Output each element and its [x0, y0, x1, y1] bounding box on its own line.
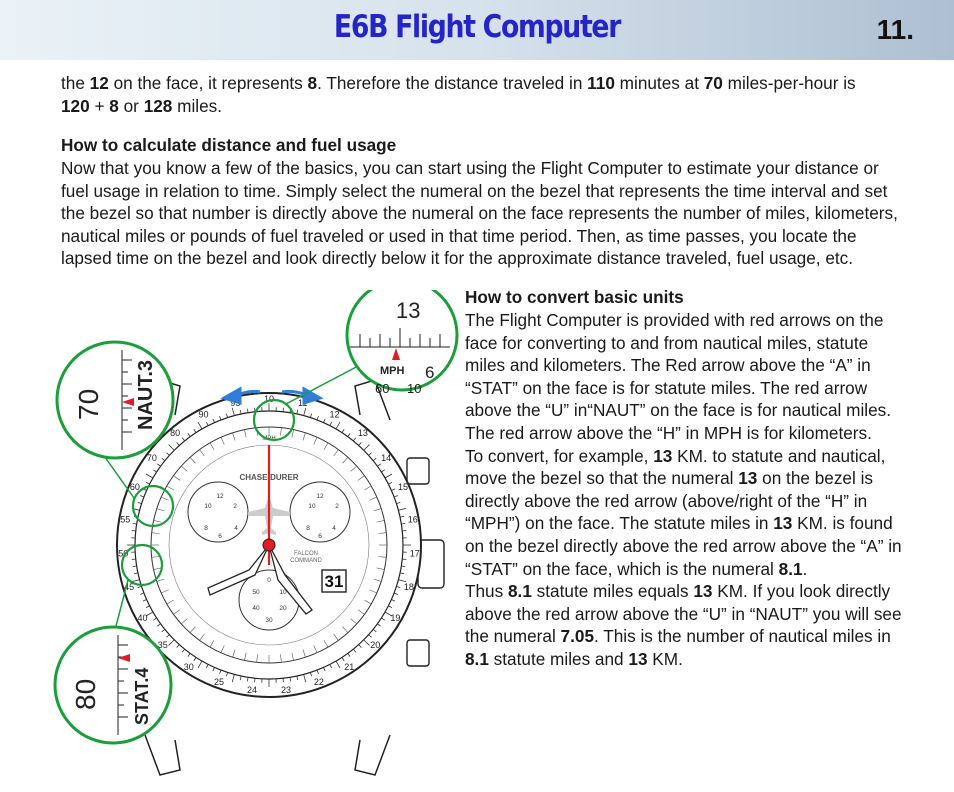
crown-icon — [406, 457, 445, 667]
svg-text:13: 13 — [396, 298, 420, 323]
bezel-number: 24 — [247, 685, 257, 695]
date-window — [321, 569, 347, 593]
subdial-labels: 10 2 8 4 6 12 10 2 8 4 6 12 0 50 10 40 20 30 — [204, 493, 339, 624]
bezel-number: 25 — [214, 677, 224, 687]
section-heading-convert-units: How to convert basic units — [465, 287, 684, 307]
svg-text:50: 50 — [252, 589, 260, 596]
callout-markers — [120, 398, 296, 587]
face-ticks — [151, 427, 387, 663]
svg-text:8: 8 — [204, 525, 208, 532]
bezel-number: 23 — [281, 685, 291, 695]
bezel-number: 17 — [410, 548, 420, 558]
svg-text:10: 10 — [279, 589, 287, 596]
svg-text:12: 12 — [216, 493, 224, 500]
hand-pivot — [262, 538, 276, 552]
svg-text:0: 0 — [267, 577, 271, 584]
bezel-number: 80 — [170, 428, 180, 438]
watch-hands — [207, 544, 313, 615]
section-heading-distance-fuel: How to calculate distance and fuel usage — [61, 135, 397, 155]
bezel-number: 50 — [118, 548, 128, 558]
svg-text:10: 10 — [308, 503, 316, 510]
svg-text:12: 12 — [316, 493, 324, 500]
svg-text:10: 10 — [204, 503, 212, 510]
model-line1: FALCON — [294, 551, 318, 557]
bezel-number: 12 — [330, 410, 340, 420]
svg-text:STAT.4: STAT.4 — [132, 668, 152, 725]
bezel-number: 70 — [147, 453, 157, 463]
svg-text:6: 6 — [425, 363, 434, 382]
svg-text:60: 60 — [375, 381, 389, 396]
bezel-number: 60 — [130, 482, 140, 492]
bezel-number: 13 — [358, 428, 368, 438]
svg-text:2: 2 — [233, 503, 237, 510]
bezel-number: 55 — [120, 515, 130, 525]
bezel-number: 45 — [124, 582, 134, 592]
date-value: 31 — [325, 572, 344, 591]
svg-text:10: 10 — [407, 381, 421, 396]
red-arrow-icon — [118, 654, 130, 662]
svg-text:4: 4 — [234, 525, 238, 532]
bezel-number: 35 — [158, 640, 168, 650]
zoom-callout-bottom: 80 STAT.4 — [53, 625, 173, 745]
zoom-callout-left: 70 NAUT.3 — [55, 340, 175, 460]
svg-text:70: 70 — [73, 389, 104, 420]
svg-text:40: 40 — [252, 605, 260, 612]
page-header: E6B Flight Computer 11. — [0, 0, 954, 60]
svg-text:8: 8 — [306, 525, 310, 532]
svg-text:6: 6 — [318, 533, 322, 540]
svg-text:20: 20 — [279, 605, 287, 612]
bezel-number: 20 — [370, 640, 380, 650]
section-text-distance-fuel: Now that you know a few of the basics, y… — [61, 158, 898, 269]
bezel-number: 22 — [314, 677, 324, 687]
svg-text:NAUT.3: NAUT.3 — [135, 360, 157, 430]
page-title: E6B Flight Computer — [333, 9, 621, 45]
bezel-number: 14 — [381, 453, 391, 463]
svg-text:30: 30 — [265, 617, 273, 624]
bezel-number: 19 — [390, 613, 400, 623]
bezel-number: 16 — [408, 515, 418, 525]
svg-text:80: 80 — [70, 679, 101, 710]
watch-illustration: 1011121314151617181920212223242530354045… — [53, 290, 459, 776]
svg-text:6: 6 — [218, 533, 222, 540]
zoom-callout-top: 13 MPH 6 60 10 — [345, 290, 459, 396]
section-text-convert-units: The Flight Computer is provided with red… — [465, 310, 902, 669]
bezel-number: 15 — [398, 482, 408, 492]
svg-text:4: 4 — [332, 525, 336, 532]
red-arrow-icon — [122, 398, 134, 406]
svg-text:MPH: MPH — [380, 365, 405, 377]
page-number: 11. — [876, 14, 914, 45]
intro-paragraph: the 12 on the face, it represents 8. The… — [61, 73, 856, 116]
model-line2: COMMAND — [290, 558, 322, 564]
bezel-number: 21 — [344, 662, 354, 672]
bezel-number: 10 — [264, 394, 274, 404]
bezel-number: 30 — [184, 662, 194, 672]
svg-text:2: 2 — [335, 503, 339, 510]
bezel-number: 90 — [198, 410, 208, 420]
red-arrow-icon — [392, 348, 400, 360]
bezel-number: 40 — [138, 613, 148, 623]
bezel-number: 18 — [404, 582, 414, 592]
